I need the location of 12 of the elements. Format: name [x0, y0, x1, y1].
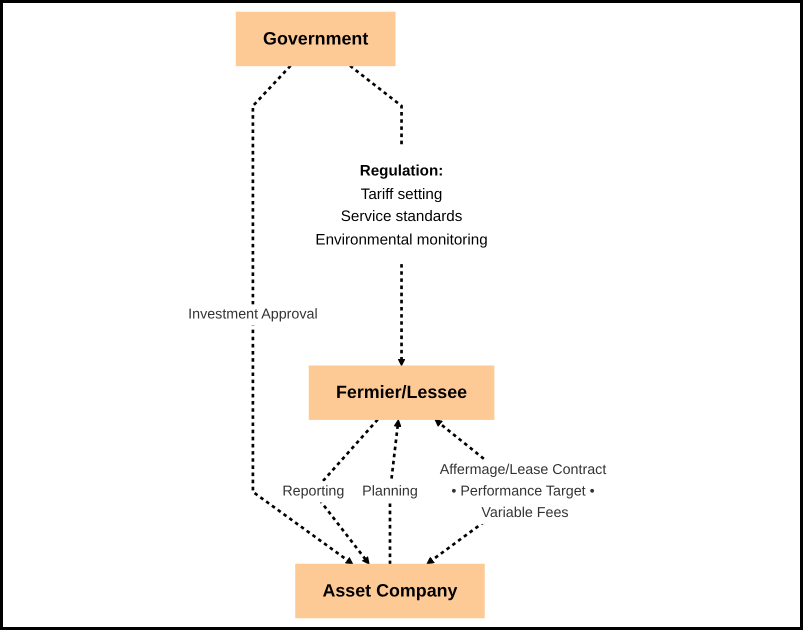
node-box: Fermier/Lessee: [308, 365, 495, 420]
node-text: Regulation: Tariff setting Service standards Environmental monitoring: [316, 162, 488, 248]
node-box: Government: [236, 12, 396, 66]
arrow: [398, 264, 406, 366]
arrow: [252, 64, 354, 565]
edge-label: Affermage/Lease Contract • Performance Target • Variable Fees: [440, 462, 607, 520]
edge-label: Planning: [362, 484, 418, 500]
arrow: [388, 419, 402, 564]
node-box: Asset Company: [295, 564, 485, 618]
edge-label: Investment Approval: [188, 306, 318, 322]
connector: [349, 64, 404, 146]
edge-label: Reporting: [282, 484, 345, 500]
